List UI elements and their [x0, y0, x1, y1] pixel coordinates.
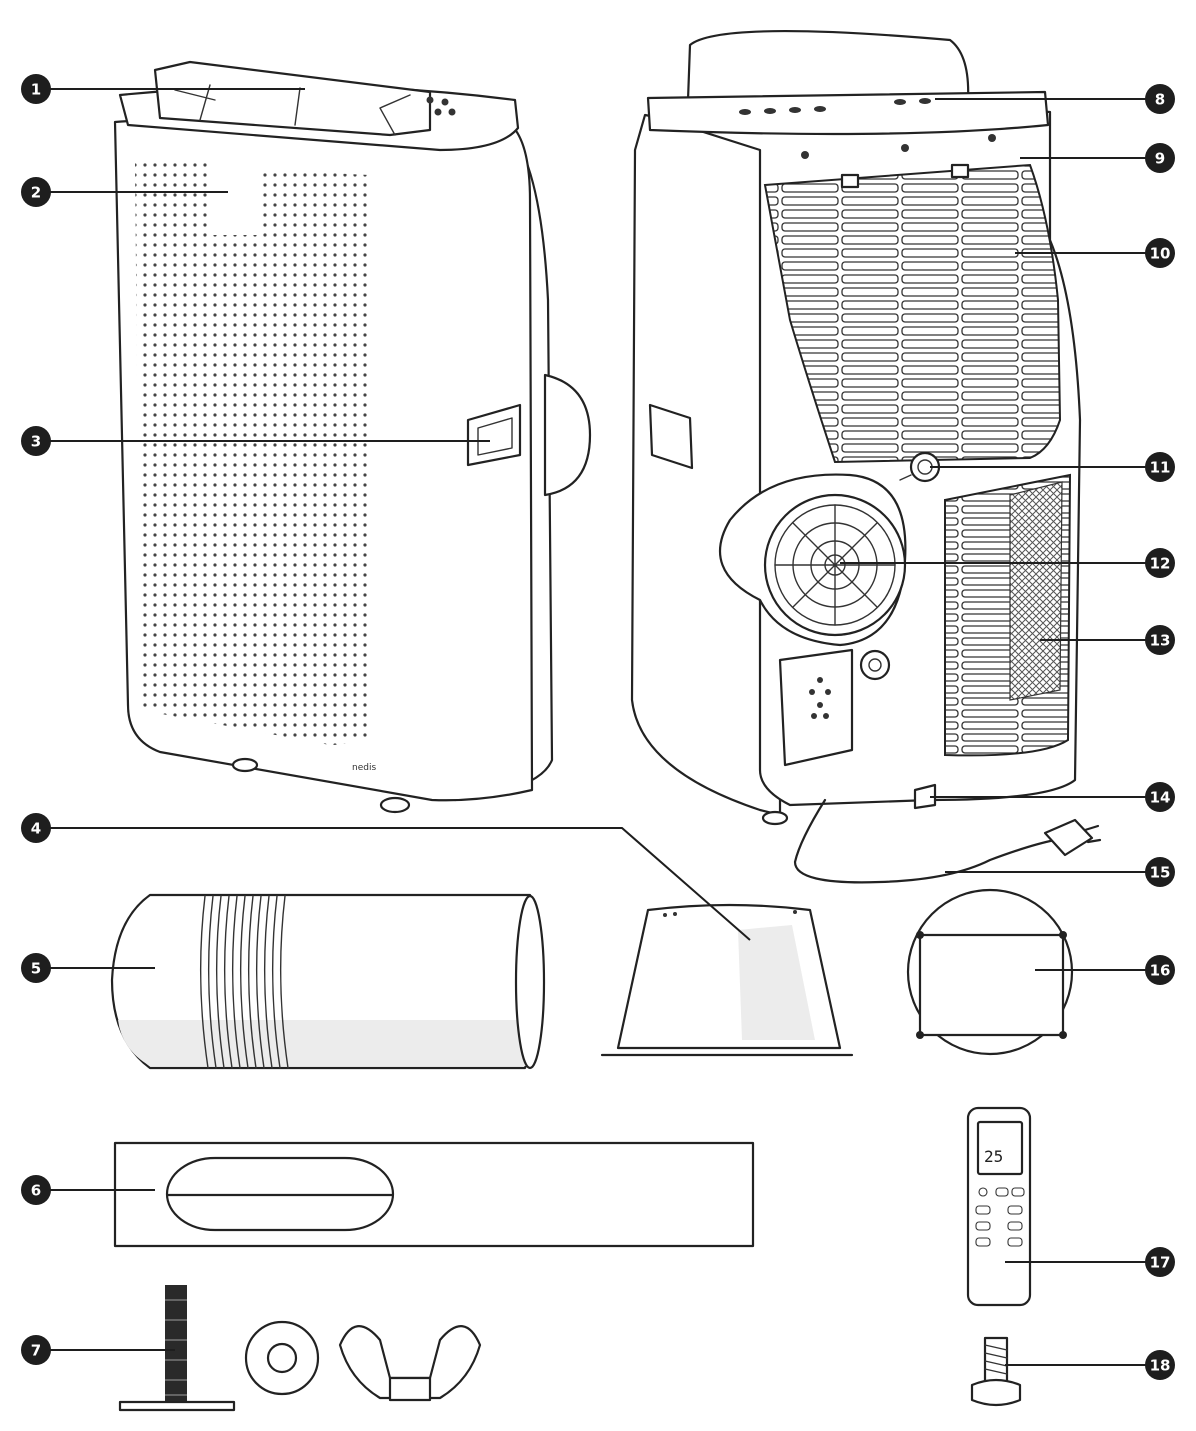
- callout-10: 10: [1015, 238, 1175, 268]
- callout-2: 2: [21, 177, 228, 207]
- callout-7: 7: [21, 1335, 175, 1365]
- front-unit: nedis: [113, 60, 592, 814]
- svg-text:9: 9: [1155, 150, 1165, 168]
- svg-text:7: 7: [31, 1342, 41, 1360]
- svg-text:2: 2: [31, 184, 41, 202]
- callout-5: 5: [21, 953, 155, 983]
- callout-1: 1: [21, 74, 305, 104]
- svg-text:16: 16: [1150, 962, 1171, 980]
- window-seal: [906, 888, 1074, 1056]
- window-adapter: [600, 903, 854, 1057]
- callout-18: 18: [1005, 1350, 1175, 1380]
- svg-text:4: 4: [31, 820, 41, 838]
- callout-14: 14: [930, 782, 1175, 812]
- screw: [970, 1336, 1022, 1407]
- callout-15: 15: [945, 857, 1175, 887]
- callout-11: 11: [930, 452, 1175, 482]
- svg-text:3: 3: [31, 433, 41, 451]
- back-unit: [630, 30, 1102, 884]
- svg-text:15: 15: [1150, 864, 1171, 882]
- svg-text:14: 14: [1150, 789, 1171, 807]
- window-slide-kit: [113, 1141, 755, 1248]
- svg-text:17: 17: [1150, 1254, 1171, 1272]
- svg-text:8: 8: [1155, 91, 1165, 109]
- callout-9: 9: [1020, 143, 1175, 173]
- bolt-set: [118, 1285, 482, 1412]
- callout-8: 8: [935, 84, 1175, 114]
- callout-12: 12: [840, 548, 1175, 578]
- callout-6: 6: [21, 1175, 155, 1205]
- callout-13: 13: [1040, 625, 1175, 655]
- svg-text:10: 10: [1150, 245, 1171, 263]
- svg-text:11: 11: [1150, 459, 1171, 477]
- callout-3: 3: [21, 426, 490, 456]
- svg-text:6: 6: [31, 1182, 41, 1200]
- svg-text:13: 13: [1150, 632, 1171, 650]
- svg-text:12: 12: [1150, 555, 1171, 573]
- exhaust-hose: [110, 893, 546, 1070]
- svg-text:18: 18: [1150, 1357, 1171, 1375]
- remote-control: 25: [966, 1106, 1032, 1307]
- callout-4: 4: [21, 813, 751, 941]
- svg-text:1: 1: [31, 81, 41, 99]
- svg-text:5: 5: [31, 960, 41, 978]
- callout-17: 17: [1005, 1247, 1175, 1277]
- brand-logo: nedis: [352, 763, 376, 773]
- callout-16: 16: [1035, 955, 1175, 985]
- callouts: 1 2 3 4 5 6 7 8 9 10 11 12 13 14 15 16 1…: [21, 74, 1175, 1380]
- remote-display: 25: [984, 1147, 1003, 1166]
